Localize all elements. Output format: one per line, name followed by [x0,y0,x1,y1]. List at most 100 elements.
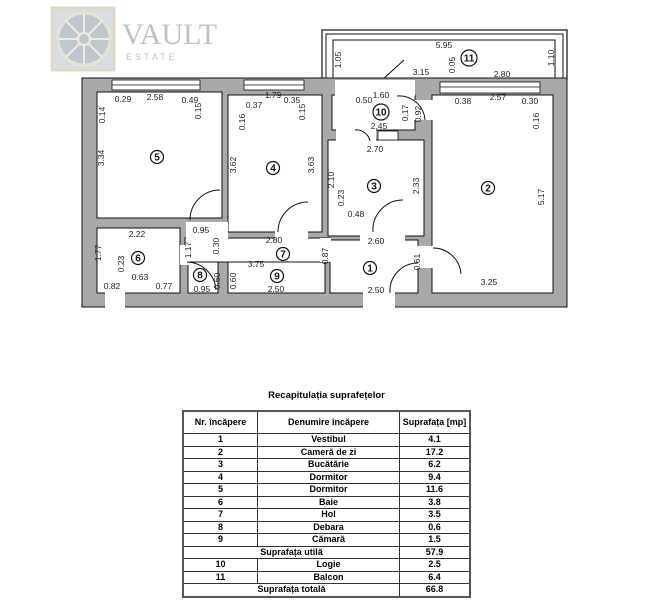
dimension-label: 0.30 [522,96,539,106]
dimension-label: 3.15 [413,67,430,77]
cell-nr: 7 [182,508,258,522]
cell-name: Vestibul [257,433,400,447]
dimension-label: 2.22 [129,229,146,239]
room-marker-9: 9 [269,268,285,284]
cell-area: 3.5 [399,508,471,522]
dimension-label: 0.16 [531,112,541,129]
room-marker-7: 7 [275,246,291,262]
dimension-label: 2.50 [268,284,285,294]
dimension-label: 0.35 [284,95,301,105]
room-marker-2: 2 [480,180,496,196]
dimension-label: 0.87 [320,247,330,264]
room-marker-6: 6 [130,250,146,266]
cell-name: Cămară [257,533,400,547]
room-number: 11 [464,54,475,65]
room-marker-circle [275,246,291,262]
cell-area: 4.1 [399,433,471,447]
cell-name: Hol [257,508,400,522]
room-7 [184,237,331,263]
header-nr: Nr. încăpere [182,410,258,434]
room-marker-circle [362,260,378,276]
cell-area: 3.8 [399,495,471,509]
dimension-label: 3.63 [306,156,316,173]
dimension-label: 2.33 [411,177,421,194]
dimension-label: 0.15 [193,102,203,119]
room-marker-circle [149,149,165,165]
room-number: 7 [280,250,286,261]
room-2 [431,94,554,294]
room-marker-4: 4 [265,160,281,176]
cell-name: Logie [257,558,400,572]
dimension-label: 0.38 [455,96,472,106]
room-number: 2 [485,184,491,195]
dimension-label: 0.63 [132,272,149,282]
dimension-label: 0.16 [237,113,247,130]
dimension-label: 0.29 [115,94,132,104]
logo-text-estate: ESTATE [126,52,178,62]
room-number: 1 [367,264,373,275]
cell-nr: 4 [182,470,258,484]
dimension-label: 0.23 [116,255,126,272]
dimension-label: 3.25 [481,277,498,287]
dimension-label: 0.05 [447,56,457,73]
cell-area: 0.6 [399,520,471,534]
cell-nr: 9 [182,533,258,547]
header-name: Denumire încăpere [257,410,400,434]
dimension-label: 2.70 [367,144,384,154]
dimension-label: 0.23 [336,189,346,206]
dimension-label: 1.05 [333,51,343,68]
room-marker-11: 11 [460,49,478,67]
table-header-row: Nr. încăpere Denumire încăpere Suprafața… [182,410,471,434]
door-swings [186,95,462,294]
dimension-label: 2.57 [490,92,507,102]
dimension-label: 5.95 [436,40,453,50]
dimension-label: 0.82 [104,281,121,291]
room-marker-circle [366,178,382,194]
room-marker-circle [269,268,285,284]
dimension-label: 0.50 [356,95,373,105]
dimension-label: 0.37 [246,100,263,110]
dimension-label: 0.14 [97,106,107,123]
dimension-label: 3.75 [248,259,265,269]
cell-nr: 10 [182,558,258,572]
dimension-label: 3.34 [96,149,106,166]
room-marker-circle [460,49,478,67]
room-number: 3 [371,182,377,193]
dimension-label: 2.45 [371,121,388,131]
subtotal-label: Suprafața utilă [182,545,400,559]
dimension-label: 2.10 [326,171,336,188]
cell-name: Cameră de zi [257,445,400,459]
dimension-label: 0.49 [182,95,199,105]
room-marker-circle [192,267,208,283]
cell-area: 11.6 [399,483,471,497]
dimension-label: 0.60 [212,272,222,289]
cell-name: Dormitor [257,470,400,484]
dimension-label: 1.60 [373,90,390,100]
dimension-label: 3.62 [228,156,238,173]
cell-name: Debara [257,520,400,534]
room-marker-8: 8 [192,267,208,283]
header-area: Suprafața [mp] [399,410,471,434]
cell-area: 6.4 [399,570,471,584]
room-number: 5 [154,153,160,164]
room-number: 8 [197,271,203,282]
room-marker-3: 3 [366,178,382,194]
area-summary: Recapitulația suprafețelor Nr. încăpere … [182,390,471,598]
dimension-label: 0.95 [194,284,211,294]
dimension-label: 0.95 [193,225,210,235]
room-marker-circle [130,250,146,266]
room-marker-circle [372,103,390,121]
cell-nr: 2 [182,445,258,459]
cell-name: Dormitor [257,483,400,497]
dimension-label: 0.61 [412,253,422,270]
area-table: Nr. încăpere Denumire încăpere Suprafața… [182,410,471,598]
cell-name: Bucătărie [257,458,400,472]
